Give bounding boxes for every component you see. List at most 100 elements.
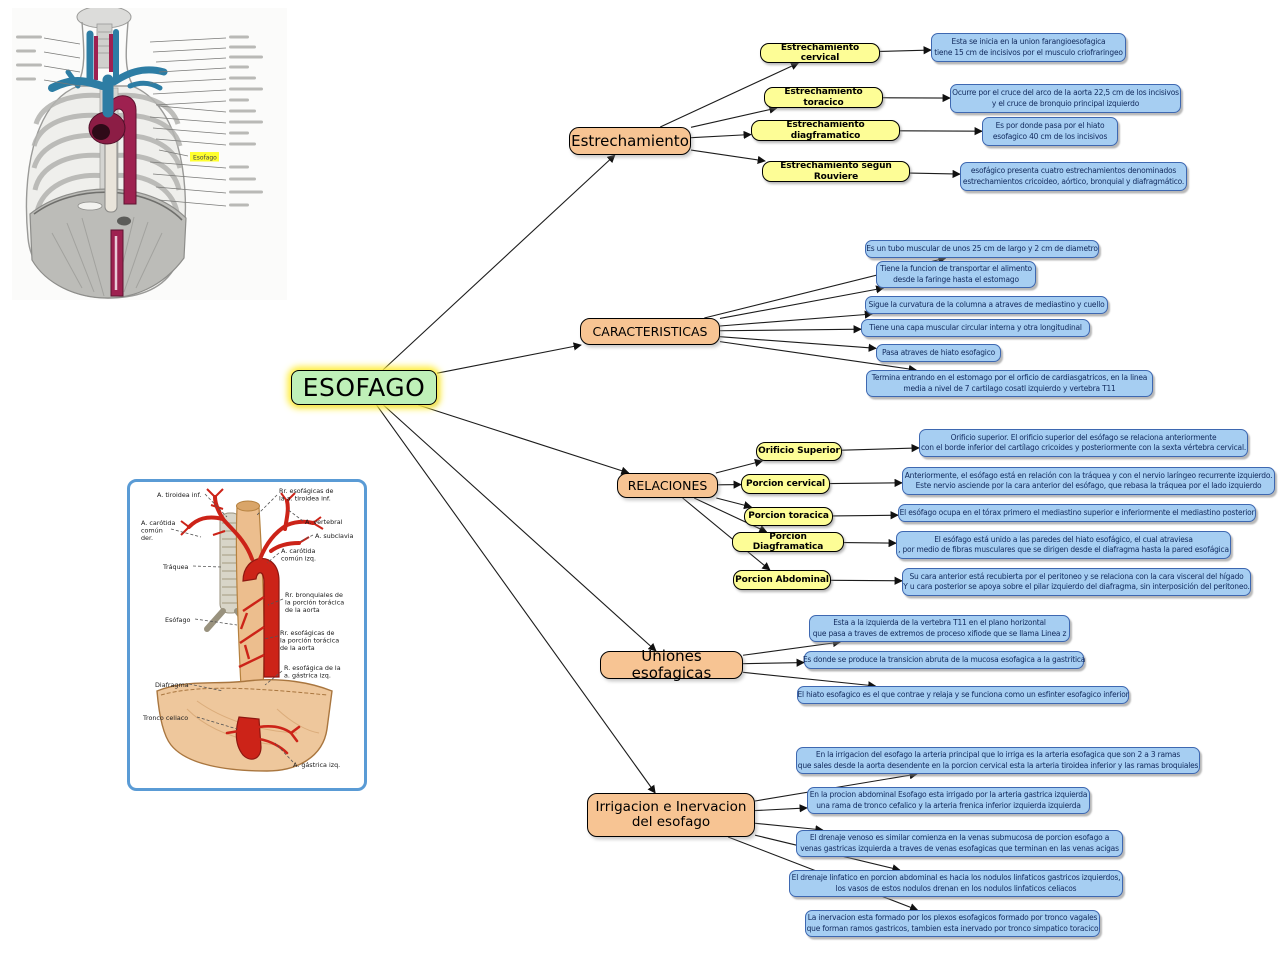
label-gastrica-izq: A. gástrica izq.: [293, 761, 340, 769]
info-irrigacion-3[interactable]: El drenaje venoso es similar comienza en…: [796, 830, 1123, 857]
label-leader-line: [155, 186, 227, 194]
info-relaciones-4[interactable]: El esófago está unido a las paredes del …: [896, 531, 1231, 559]
connector: [719, 336, 877, 352]
connector: [909, 169, 961, 179]
info-uniones-1[interactable]: Esta a la izquierda de la vertebra T11 e…: [809, 615, 1070, 642]
aorta-red: [180, 488, 324, 678]
info-irrigacion-1[interactable]: En la irrigacion del esofago la arteria …: [796, 747, 1200, 774]
info-estrechamiento-2[interactable]: Ocurre por el cruce del arco de la aorta…: [950, 84, 1181, 113]
label-leader-line: [158, 67, 227, 73]
node-irrigacion[interactable]: Irrigacion e Inervacion del esofago: [587, 793, 755, 837]
connector: [716, 497, 753, 510]
info-caracteristicas-4[interactable]: Tiene una capa muscular circular interna…: [861, 319, 1090, 337]
node-relaciones[interactable]: RELACIONES: [617, 473, 718, 498]
label-leader-line: [149, 116, 227, 124]
info-estrechamiento-4[interactable]: esofágico presenta cuatro estrechamiento…: [960, 162, 1187, 191]
info-relaciones-5[interactable]: Su cara anterior está recubierta por el …: [902, 568, 1251, 596]
label-leader-line: [155, 100, 227, 106]
arteries-crimson: [88, 34, 137, 297]
micro-label-mark: [16, 77, 36, 81]
connector: [754, 804, 808, 813]
connector: [418, 404, 630, 475]
label-leader-line: [155, 57, 227, 63]
info-caracteristicas-3[interactable]: Sigue la curvatura de la columna a atrav…: [865, 296, 1108, 314]
label-estrechamiento-segun-rouviere[interactable]: Estrechamiento segun Rouviere: [762, 161, 910, 182]
leader-lines: [170, 493, 314, 763]
micro-label-mark: [229, 35, 249, 39]
label-estrechamiento-toracico[interactable]: Estrechamiento toracico: [764, 87, 883, 108]
connector: [436, 342, 582, 374]
veins-blue: [48, 29, 168, 118]
label-porcion-abdominal[interactable]: Porcion Abdominal: [733, 570, 831, 590]
connector: [841, 444, 920, 453]
info-irrigacion-5[interactable]: La inervacion esta formado por los plexo…: [805, 910, 1100, 937]
node-uniones[interactable]: Uniones esofagicas: [600, 648, 743, 681]
info-relaciones-1[interactable]: Orificio superior. El orificio superior …: [919, 429, 1248, 457]
highlighted-label-box: [190, 152, 219, 162]
connector: [719, 285, 885, 320]
info-irrigacion-2[interactable]: En la procion abdominal Esofago esta irr…: [807, 787, 1090, 814]
info-estrechamiento-3[interactable]: Es por donde pasa por el hiato esofagico…: [982, 117, 1118, 146]
micro-label-mark: [229, 98, 249, 102]
connector: [715, 458, 764, 474]
connector: [376, 404, 656, 794]
info-uniones-3[interactable]: El hiato esofagico es el que contrae y r…: [797, 686, 1129, 704]
micro-label-mark: [229, 109, 256, 113]
micro-label-mark: [229, 203, 249, 207]
node-estrechamiento[interactable]: Estrechamiento: [569, 127, 691, 155]
connector: [879, 46, 932, 55]
micro-label-mark: [229, 120, 263, 124]
micro-label-mark: [229, 65, 249, 69]
label-leader-line: [158, 149, 189, 157]
label-traquea: Tráquea: [162, 563, 189, 571]
label-tiroidea-inf: A. tiroidea inf.: [157, 491, 201, 499]
label-leader-line: [43, 65, 81, 73]
label-orificio-superior[interactable]: Orificio Superior: [756, 442, 842, 461]
connector: [754, 822, 824, 834]
micro-label-mark: [229, 190, 263, 194]
connector: [719, 325, 862, 334]
connector: [829, 478, 903, 488]
micro-label-mark: [229, 45, 256, 49]
connector: [690, 130, 752, 140]
label-leader-line: [152, 89, 227, 95]
label-leader-line: [152, 47, 227, 53]
label-leader-line: [149, 37, 227, 43]
label-leader-line: [43, 37, 81, 45]
micro-label-mark: [229, 131, 249, 135]
label-subclavia: A. subclavia: [315, 532, 354, 540]
label-estrechamiento-diagframatico[interactable]: Estrechamiento diagframatico: [751, 120, 900, 141]
info-irrigacion-4[interactable]: El drenaje linfatico en porcion abdomina…: [789, 870, 1123, 897]
node-esofago[interactable]: ESOFAGO: [291, 370, 437, 405]
micro-label-mark: [229, 142, 256, 146]
label-estrechamiento-cervical[interactable]: Estrechamiento cervical: [760, 43, 880, 63]
label-leader-line: [152, 127, 227, 135]
connector: [843, 538, 897, 548]
label-porcion-toracica[interactable]: Porcion toracica: [744, 507, 833, 526]
info-uniones-2[interactable]: Es donde se produce la transicion abruta…: [803, 651, 1085, 669]
info-caracteristicas-2[interactable]: Tiene la funcion de transportar el alime…: [876, 261, 1036, 288]
info-estrechamiento-1[interactable]: Esta se inicia en la union farangioesofa…: [931, 33, 1126, 62]
info-relaciones-3[interactable]: El esófago ocupa en el tórax primero el …: [898, 504, 1256, 522]
node-caracteristicas[interactable]: CARACTERISTICAS: [580, 318, 720, 345]
label-leader-line: [152, 173, 227, 181]
micro-label-mark: [229, 55, 263, 59]
micro-label-mark: [16, 63, 42, 67]
label-porcion-diagframatica[interactable]: Porcion Diagframatica: [732, 532, 844, 552]
micro-label-mark: [16, 35, 42, 39]
label-leader-line: [43, 79, 81, 87]
info-caracteristicas-6[interactable]: Termina entrando en el estomago por el o…: [866, 370, 1153, 397]
info-relaciones-2[interactable]: Anteriormente, el esófago está en relaci…: [902, 467, 1275, 495]
info-caracteristicas-5[interactable]: Pasa atraves de hiato esofagico: [876, 344, 1001, 362]
highlighted-label-text: Esofago: [193, 155, 217, 162]
connector: [719, 310, 874, 327]
micro-label-mark: [229, 165, 249, 169]
info-caracteristicas-1[interactable]: Es un tubo muscular de unos 25 cm de lar…: [865, 240, 1099, 258]
label-porcion-cervical[interactable]: Porcion cervical: [741, 474, 830, 494]
